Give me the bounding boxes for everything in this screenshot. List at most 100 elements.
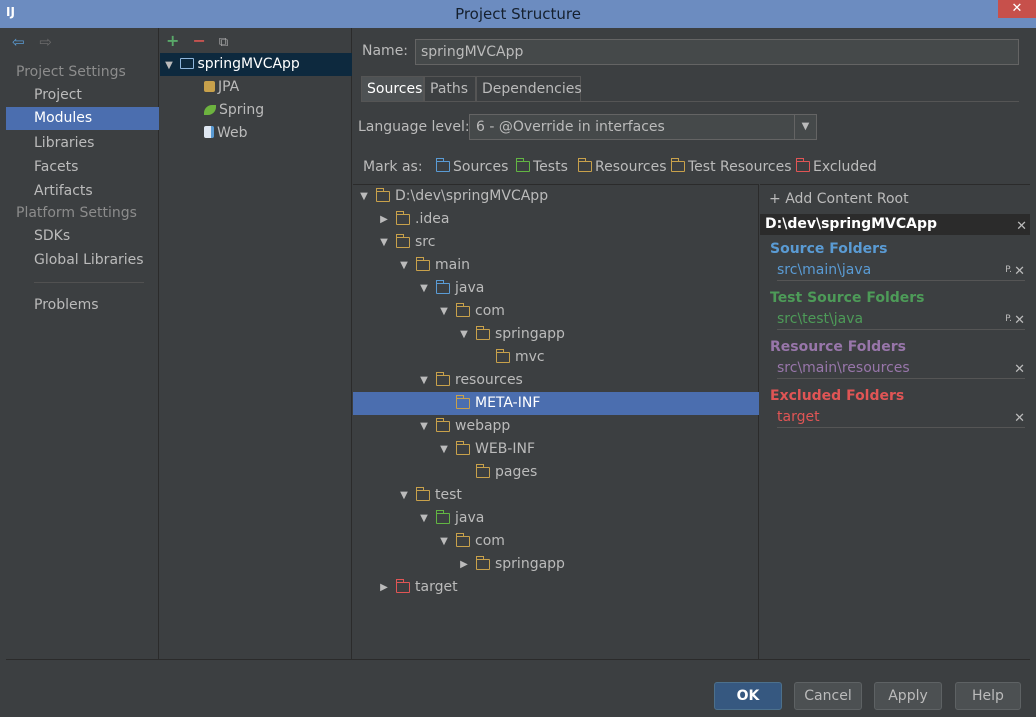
tree-node[interactable]: mvc bbox=[353, 346, 759, 369]
tree-node[interactable]: ▼ springapp bbox=[353, 323, 759, 346]
expand-arrow-icon[interactable]: ▶ bbox=[460, 559, 468, 570]
module-name-input[interactable] bbox=[415, 39, 1019, 65]
apply-button[interactable]: Apply bbox=[874, 682, 942, 710]
mark-as-test-resources[interactable]: Test Resources bbox=[670, 158, 792, 175]
facet-web[interactable]: Web bbox=[160, 122, 352, 145]
collapse-arrow-icon[interactable]: ▼ bbox=[420, 513, 428, 524]
excluded-folders-header: Excluded Folders bbox=[770, 388, 905, 404]
folder-icon bbox=[475, 556, 490, 570]
copy-module-icon[interactable]: ⧉ bbox=[218, 35, 229, 50]
folder-icon bbox=[495, 349, 510, 363]
collapse-arrow-icon[interactable]: ▼ bbox=[440, 444, 448, 455]
modules-panel: + − ⧉ ▼ springMVCApp JPA Spring Web bbox=[160, 28, 352, 659]
window-close-button[interactable]: ✕ bbox=[998, 0, 1036, 18]
test-source-folders-header: Test Source Folders bbox=[770, 290, 925, 306]
mark-as-tests[interactable]: Tests bbox=[515, 158, 568, 175]
collapse-arrow-icon[interactable]: ▼ bbox=[360, 191, 368, 202]
tree-node[interactable]: ▼com bbox=[353, 530, 759, 553]
collapse-arrow-icon[interactable]: ▼ bbox=[165, 60, 173, 71]
tree-node[interactable]: pages bbox=[353, 461, 759, 484]
nav-item-project[interactable]: Project bbox=[34, 87, 82, 103]
facet-spring[interactable]: Spring bbox=[160, 99, 352, 122]
tests-folder-icon bbox=[515, 158, 530, 172]
facet-label: Spring bbox=[219, 102, 265, 118]
remove-module-icon[interactable]: − bbox=[192, 31, 206, 50]
collapse-arrow-icon[interactable]: ▼ bbox=[440, 306, 448, 317]
tree-node[interactable]: ▶.idea bbox=[353, 208, 759, 231]
remove-excluded-folder-icon[interactable]: ✕ bbox=[1014, 411, 1025, 426]
folder-icon bbox=[395, 211, 410, 225]
tree-node[interactable]: ▼test bbox=[353, 484, 759, 507]
source-folder-item: src\main\java P. ✕ bbox=[777, 262, 1025, 281]
add-content-root-link[interactable]: + Add Content Root bbox=[769, 191, 909, 207]
tree-node[interactable]: ▼ src bbox=[353, 231, 759, 254]
tab-sources[interactable]: Sources bbox=[361, 76, 424, 102]
nav-item-problems[interactable]: Problems bbox=[34, 297, 99, 313]
directory-tree: ▼D:\dev\springMVCApp▶.idea▼src▼main▼java… bbox=[353, 184, 759, 659]
tree-node[interactable]: ▼WEB-INF bbox=[353, 438, 759, 461]
folder-icon bbox=[395, 579, 410, 593]
spring-leaf-icon bbox=[204, 105, 216, 115]
remove-test-source-folder-icon[interactable]: ✕ bbox=[1014, 313, 1025, 328]
help-button[interactable]: Help bbox=[955, 682, 1021, 710]
collapse-arrow-icon[interactable]: ▼ bbox=[400, 490, 408, 501]
back-arrow-icon[interactable]: ⇦ bbox=[12, 33, 25, 51]
settings-nav: ⇦ ⇨ Project Settings Project Modules Lib… bbox=[6, 28, 159, 659]
folder-icon bbox=[475, 464, 490, 478]
tree-node[interactable]: ▼D:\dev\springMVCApp bbox=[353, 185, 759, 208]
nav-item-sdks[interactable]: SDKs bbox=[34, 228, 71, 244]
mark-as-excluded-label: Excluded bbox=[813, 159, 877, 175]
tree-node[interactable]: ▼main bbox=[353, 254, 759, 277]
tree-node[interactable]: ▼java bbox=[353, 277, 759, 300]
collapse-arrow-icon[interactable]: ▼ bbox=[420, 375, 428, 386]
forward-arrow-icon[interactable]: ⇨ bbox=[39, 33, 52, 51]
add-module-icon[interactable]: + bbox=[166, 31, 180, 50]
mark-as-resources[interactable]: Resources bbox=[577, 158, 667, 175]
tab-paths[interactable]: Paths bbox=[424, 76, 476, 102]
nav-item-global-libraries[interactable]: Global Libraries bbox=[34, 252, 144, 268]
tree-node-label: src bbox=[415, 234, 436, 250]
tree-node[interactable]: ▼webapp bbox=[353, 415, 759, 438]
mark-as-test-resources-label: Test Resources bbox=[688, 159, 792, 175]
package-prefix-icon[interactable]: P. bbox=[1005, 265, 1012, 275]
collapse-arrow-icon[interactable]: ▼ bbox=[380, 237, 388, 248]
source-folder-path: src\main\java bbox=[777, 262, 872, 278]
mark-as-sources[interactable]: Sources bbox=[435, 158, 508, 175]
tree-node[interactable]: ▶target bbox=[353, 576, 759, 599]
nav-item-modules[interactable]: Modules bbox=[6, 107, 159, 130]
dropdown-arrow-icon[interactable]: ▼ bbox=[794, 115, 816, 139]
package-prefix-icon[interactable]: P. bbox=[1005, 314, 1012, 324]
tree-node[interactable]: ▼resources bbox=[353, 369, 759, 392]
resource-folder-path: src\main\resources bbox=[777, 360, 910, 376]
remove-content-root-icon[interactable]: ✕ bbox=[1016, 219, 1027, 234]
resources-folder-icon bbox=[577, 158, 592, 172]
expand-arrow-icon[interactable]: ▶ bbox=[380, 582, 388, 593]
language-level-select[interactable]: 6 - @Override in interfaces ▼ bbox=[469, 114, 817, 140]
facet-jpa[interactable]: JPA bbox=[160, 76, 352, 99]
cancel-button[interactable]: Cancel bbox=[794, 682, 862, 710]
tab-dependencies[interactable]: Dependencies bbox=[476, 76, 582, 102]
window-title: Project Structure bbox=[455, 5, 581, 23]
collapse-arrow-icon[interactable]: ▼ bbox=[400, 260, 408, 271]
remove-resource-folder-icon[interactable]: ✕ bbox=[1014, 362, 1025, 377]
ok-button[interactable]: OK bbox=[714, 682, 782, 710]
mark-as-excluded[interactable]: Excluded bbox=[795, 158, 877, 175]
dialog-body: ⇦ ⇨ Project Settings Project Modules Lib… bbox=[6, 28, 1030, 717]
tree-node[interactable]: ▼com bbox=[353, 300, 759, 323]
remove-source-folder-icon[interactable]: ✕ bbox=[1014, 264, 1025, 279]
folder-icon bbox=[455, 303, 470, 317]
collapse-arrow-icon[interactable]: ▼ bbox=[440, 536, 448, 547]
tree-node-label: springapp bbox=[495, 326, 565, 342]
nav-item-facets[interactable]: Facets bbox=[34, 159, 79, 175]
tree-node[interactable]: META-INF bbox=[353, 392, 759, 415]
collapse-arrow-icon[interactable]: ▼ bbox=[460, 329, 468, 340]
nav-item-artifacts[interactable]: Artifacts bbox=[34, 183, 93, 199]
collapse-arrow-icon[interactable]: ▼ bbox=[420, 421, 428, 432]
tree-node[interactable]: ▶springapp bbox=[353, 553, 759, 576]
content-root-path: D:\dev\springMVCApp ✕ bbox=[760, 214, 1030, 235]
collapse-arrow-icon[interactable]: ▼ bbox=[420, 283, 428, 294]
expand-arrow-icon[interactable]: ▶ bbox=[380, 214, 388, 225]
module-springmvcapp[interactable]: ▼ springMVCApp bbox=[160, 53, 352, 76]
nav-item-libraries[interactable]: Libraries bbox=[34, 135, 95, 151]
tree-node[interactable]: ▼java bbox=[353, 507, 759, 530]
